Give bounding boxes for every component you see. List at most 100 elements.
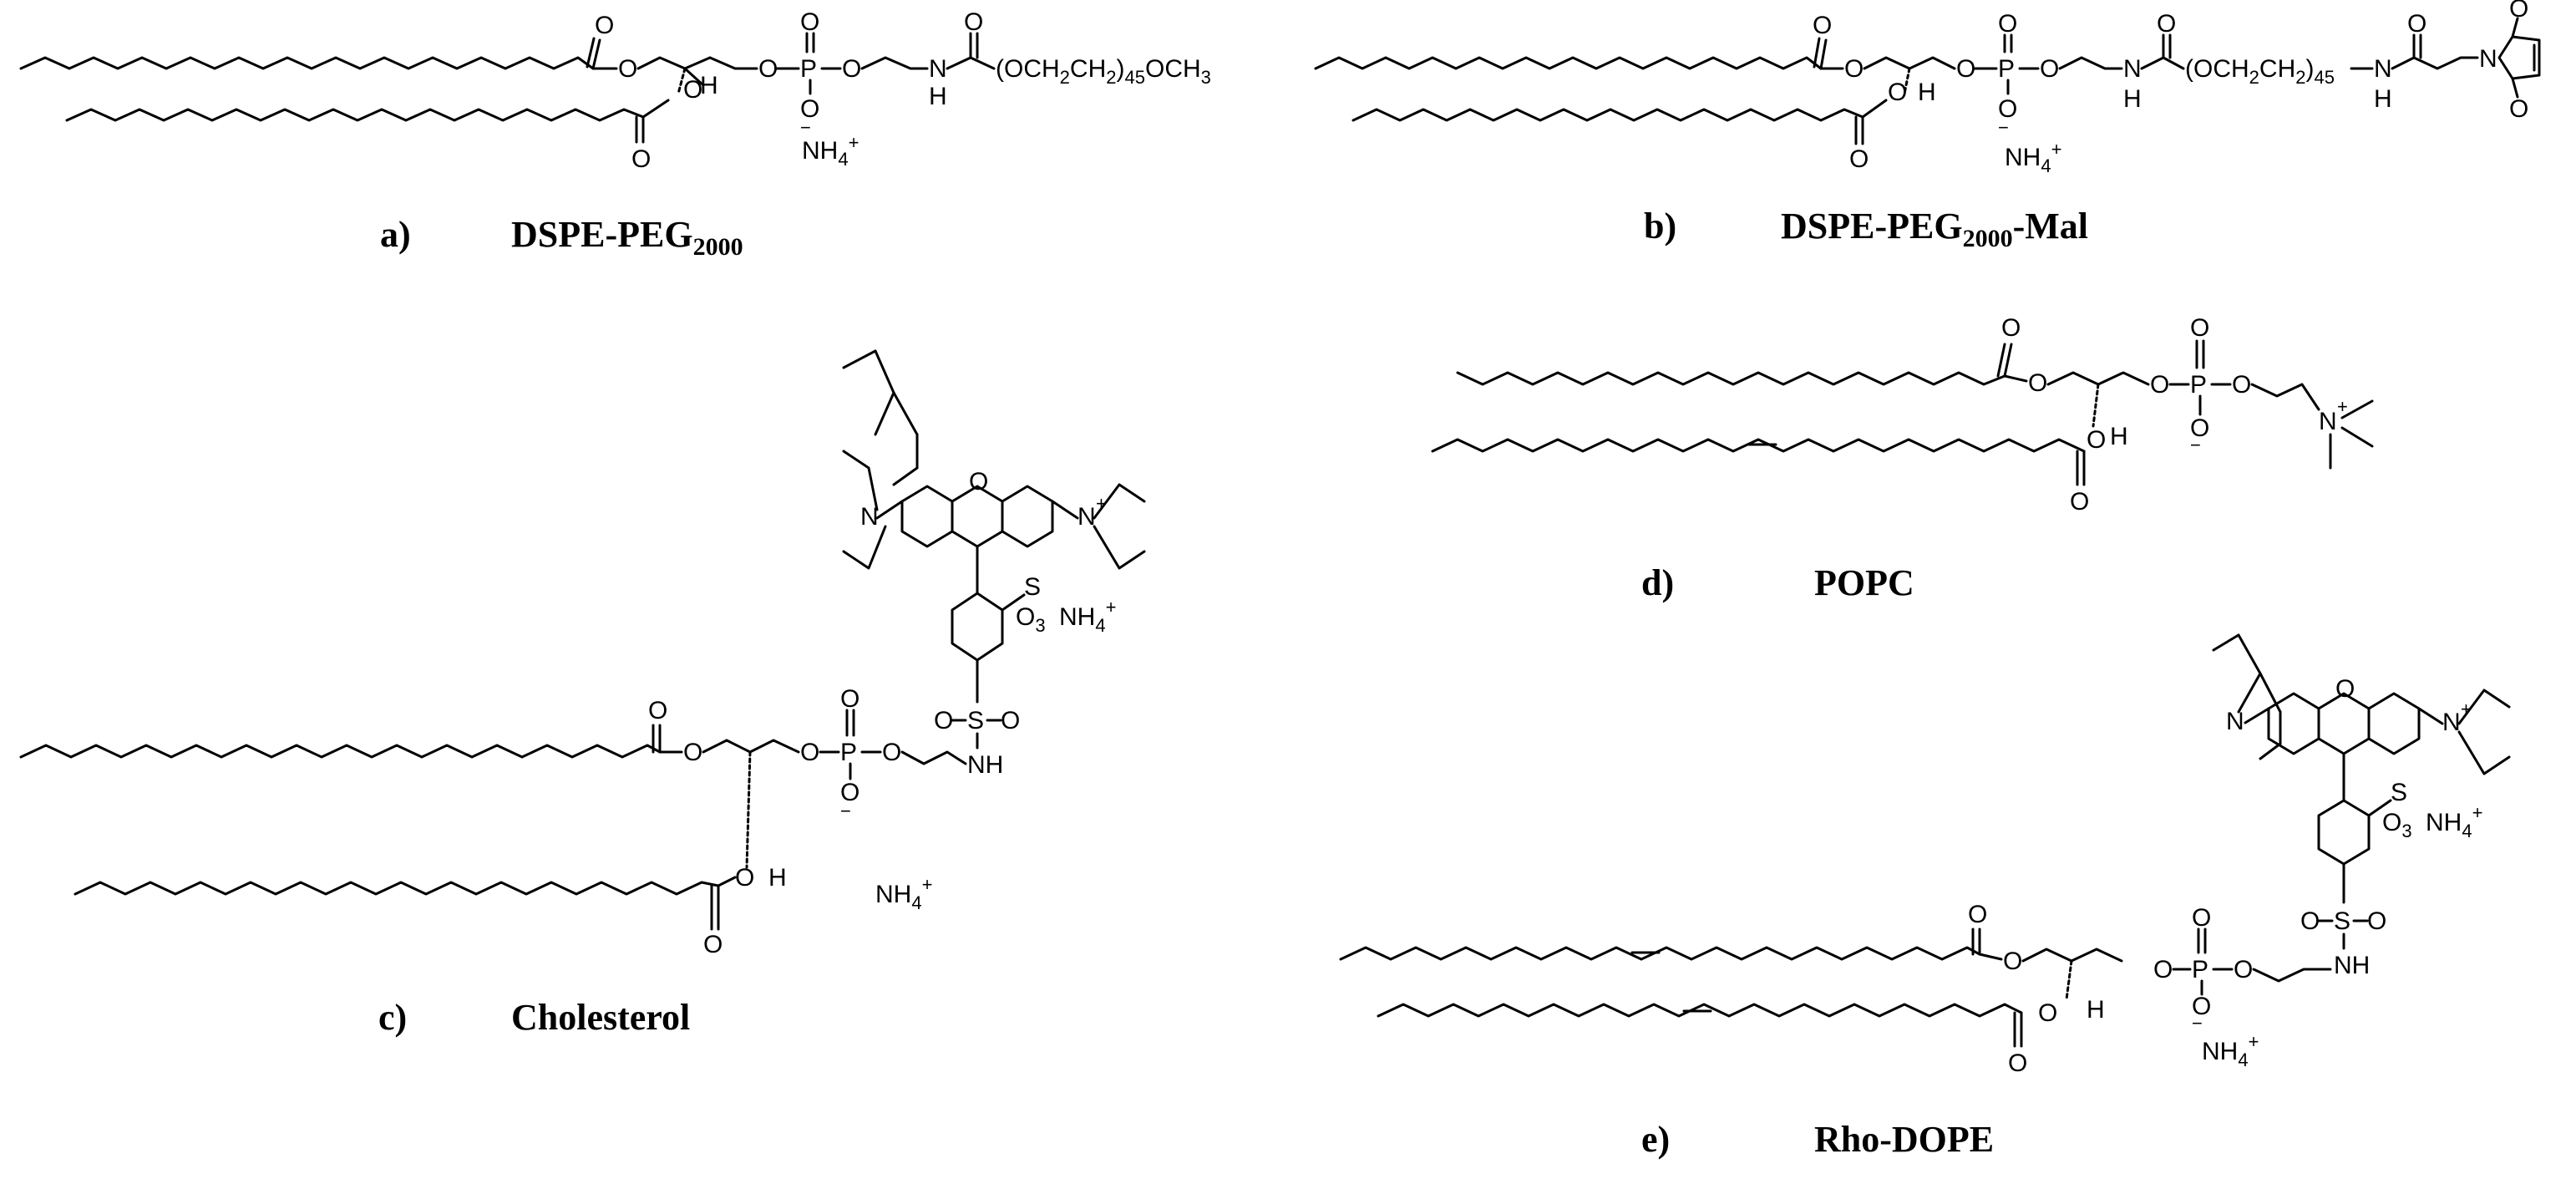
panel-d-name: POPC bbox=[1814, 562, 1914, 603]
panel-d-o-carbonyl-1: O bbox=[2001, 314, 2021, 342]
panel-e-so2-s: S bbox=[2334, 907, 2350, 935]
panel-b-o-maleimide-2: O bbox=[2509, 95, 2528, 123]
panel-e-o-ester-2: O bbox=[2038, 999, 2057, 1027]
panel-d-o-carbonyl-2: O bbox=[2070, 488, 2089, 516]
panel-b-name: DSPE-PEG2000-Mal bbox=[1781, 206, 2088, 252]
panel-d-o-ester-1: O bbox=[2028, 369, 2047, 397]
panel-c-o-ring: O bbox=[969, 468, 988, 495]
panel-e-letter: e) bbox=[1641, 1119, 1670, 1160]
panel-b-o-phosphate-1: O bbox=[1956, 55, 1975, 83]
panel-e-o-negative: O bbox=[2192, 993, 2211, 1020]
panel-c-structure: N O N + S O3 NH4+ S O O NH O O bbox=[19, 349, 1146, 958]
panel-b-o-negative: O bbox=[1998, 95, 2017, 123]
panel-e-o-carbonyl-1: O bbox=[1968, 901, 1987, 928]
panel-c-chain-1 bbox=[19, 744, 662, 759]
panel-e-o-ester-1: O bbox=[2003, 948, 2022, 975]
panel-e-sulfonamide-nh: NH bbox=[2334, 952, 2370, 979]
panel-c-o-ester-2: O bbox=[735, 864, 754, 892]
panel-c-so2-s: S bbox=[967, 707, 984, 734]
panel-e-phenyl-ring bbox=[2317, 799, 2371, 866]
panel-e-o3: O3 bbox=[2382, 809, 2412, 841]
panel-d-plus: + bbox=[2337, 396, 2348, 417]
panel-c-o-phosphate-1: O bbox=[800, 739, 819, 766]
panel-b-o-ester-2: O bbox=[1888, 79, 1907, 106]
panel-a-structure: O O O H O O P O O − O N H O (OCH2CH2)45O… bbox=[19, 8, 1211, 173]
panel-e-n-right: N bbox=[2442, 709, 2461, 736]
panel-c-xanthene-right bbox=[1001, 485, 1054, 548]
panel-a-ammonium: NH4+ bbox=[802, 132, 859, 170]
panel-b-peg-label: (OCH2CH2)45 bbox=[2185, 55, 2335, 88]
panel-b-o-carbonyl-1: O bbox=[1813, 12, 1832, 39]
panel-e-s: S bbox=[2391, 779, 2407, 806]
panel-d-minus: − bbox=[2190, 435, 2201, 455]
panel-d-letter: d) bbox=[1641, 562, 1674, 603]
panel-d-o-phosphate-2: O bbox=[2232, 371, 2251, 399]
panel-d-chain-1 bbox=[1456, 371, 2006, 386]
panel-a-chain-2 bbox=[65, 108, 645, 122]
panel-c-phosphorus: P bbox=[840, 739, 857, 766]
panel-c-o-negative: O bbox=[840, 779, 860, 806]
panel-c-chain-2 bbox=[74, 881, 720, 896]
panel-a-o-negative: O bbox=[800, 95, 819, 123]
panel-e-phosphorus: P bbox=[2192, 956, 2208, 983]
panel-b-structure: O O O H O O P O O − O N H O (OCH2CH2)45 … bbox=[1314, 0, 2541, 176]
panel-d-o-negative: O bbox=[2190, 414, 2209, 442]
panel-e-so2-o2: O bbox=[2367, 907, 2386, 935]
panel-d-phosphorus: P bbox=[2190, 371, 2207, 399]
panel-e-h: H bbox=[2087, 996, 2105, 1024]
panel-a-chain-1 bbox=[19, 56, 595, 70]
panel-c-caption: c) Cholesterol bbox=[378, 997, 690, 1038]
panel-e-chain-1 bbox=[1339, 946, 1981, 961]
panel-e-so2-o1: O bbox=[2300, 907, 2320, 935]
panel-c-n-left: N bbox=[860, 503, 879, 531]
panel-e-chain-2 bbox=[1377, 1003, 2023, 1018]
panel-c-sulfonamide-nh: NH bbox=[967, 751, 1003, 779]
panel-c-o-carbonyl-1: O bbox=[648, 697, 667, 724]
panel-b-maleimide-ring bbox=[2497, 35, 2541, 80]
panel-a-peg-label: (OCH2CH2)45OCH3 bbox=[996, 55, 1211, 88]
panel-a-n: N bbox=[929, 55, 947, 83]
panel-e-nh4-sulfonate: NH4+ bbox=[2426, 802, 2482, 841]
panel-c-nh4-sulfonate: NH4+ bbox=[1059, 597, 1116, 636]
panel-e-ammonium: NH4+ bbox=[2202, 1031, 2259, 1070]
panel-e-o-phosphoryl: O bbox=[2192, 904, 2211, 932]
panel-b-nh-amide: H bbox=[2374, 85, 2392, 113]
panel-e-o-phosphate-1: O bbox=[2153, 956, 2173, 983]
panel-a-o-phosphate-2: O bbox=[842, 55, 861, 83]
panel-e-o-ring: O bbox=[2335, 675, 2355, 703]
panel-b-n-maleimide: N bbox=[2479, 45, 2497, 73]
panel-c-letter: c) bbox=[378, 997, 407, 1038]
panel-c-plus: + bbox=[1096, 493, 1107, 514]
panel-c-n-right: N bbox=[1078, 503, 1096, 531]
panel-e-xanthene-right bbox=[2367, 692, 2421, 755]
panel-b-nh: H bbox=[2123, 85, 2142, 113]
panel-c-o-ester-1: O bbox=[683, 739, 702, 766]
panel-b-o-ester-1: O bbox=[1844, 55, 1864, 83]
panel-c-h: H bbox=[768, 864, 787, 892]
panel-b-o-carbonyl-2: O bbox=[1849, 145, 1869, 173]
panel-d-n: N bbox=[2319, 408, 2337, 435]
panel-c-o3: O3 bbox=[1016, 603, 1046, 636]
panel-c-s: S bbox=[1024, 573, 1041, 601]
panel-b-n: N bbox=[2123, 55, 2142, 83]
panel-a-minus: − bbox=[800, 117, 811, 138]
panel-a-o-phosphate-1: O bbox=[758, 55, 778, 83]
panel-a-nh: H bbox=[929, 83, 947, 110]
panel-a-phosphorus: P bbox=[800, 55, 817, 83]
panel-b-o-amide: O bbox=[2407, 10, 2426, 38]
panel-e-o-carbonyl-2: O bbox=[2008, 1049, 2027, 1077]
panel-b-o-carbamate: O bbox=[2157, 10, 2176, 38]
panel-b-o-maleimide-1: O bbox=[2509, 0, 2528, 23]
panel-c-o-carbonyl-2: O bbox=[703, 931, 723, 958]
panel-b-minus: − bbox=[1998, 117, 2009, 138]
panel-c-o-phosphate-2: O bbox=[882, 739, 901, 766]
panel-e-structure: N O N + S O3 NH4+ S O O NH O O O bbox=[1339, 633, 2511, 1077]
panel-b-caption: b) DSPE-PEG2000-Mal bbox=[1644, 206, 2088, 252]
panel-a-o-phosphoryl: O bbox=[800, 8, 819, 36]
panel-c-so2-o2: O bbox=[1001, 707, 1020, 734]
panel-b-phosphorus: P bbox=[1998, 55, 2015, 83]
panel-d-o-phosphate-1: O bbox=[2150, 371, 2169, 399]
panel-b-letter: b) bbox=[1644, 206, 1676, 246]
panel-a-h: H bbox=[700, 72, 718, 99]
